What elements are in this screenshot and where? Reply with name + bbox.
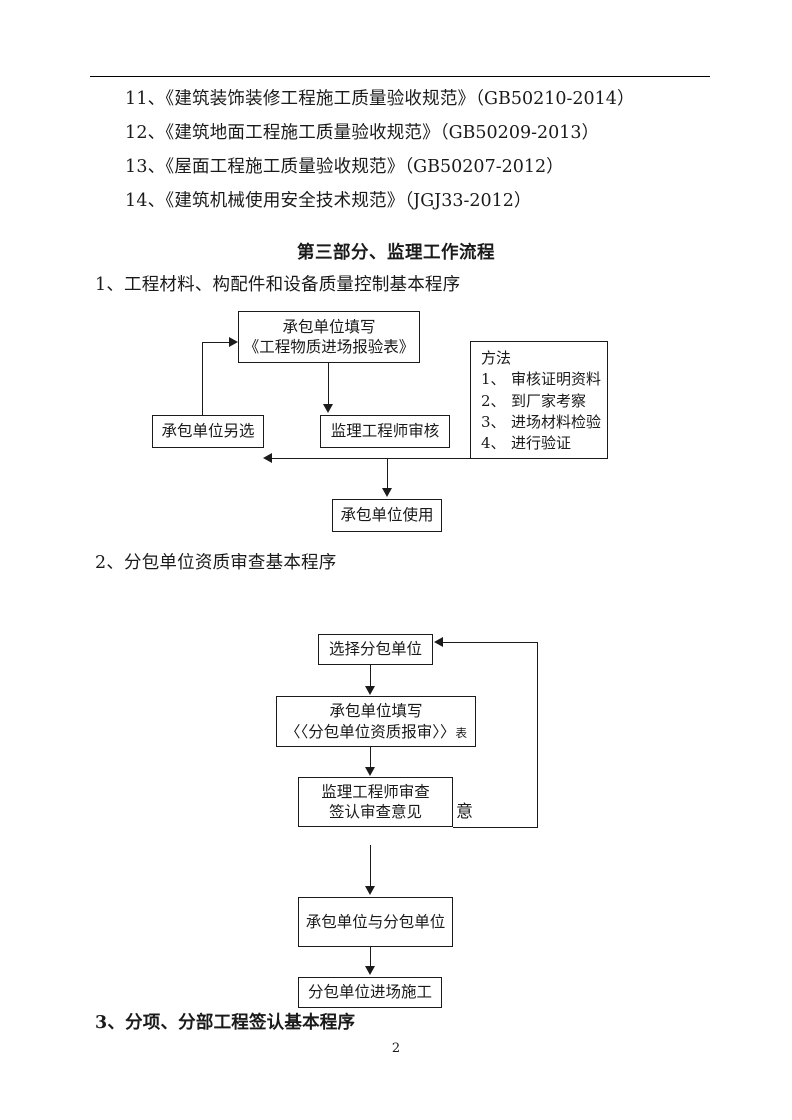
arrowhead-down-to-contract [364,886,375,895]
arrowhead-down-to-enter [364,966,375,975]
standard-title: 《建筑机械使用安全技术规范》 [165,191,405,211]
standard-code: （JGJ33-2012） [404,191,532,211]
method-item-index: 2、 [481,391,506,410]
node-line-1: 监理工程师审核 [330,422,440,441]
connector-reselect-loop-vertical [202,342,204,418]
method-title: 方法 [481,349,512,367]
standard-code: （GB50210-2014） [475,89,635,109]
arrowhead-down-to-review [322,404,333,413]
arrowhead-down-to-use [381,488,392,497]
method-item-text: 进场材料检验 [511,412,602,431]
section-title: 第三部分、监理工作流程 [297,243,495,263]
method-item-index: 1、 [481,370,506,389]
standard-item: 14、《建筑机械使用安全技术规范》（JGJ33-2012） [125,191,531,212]
connector-review-to-contract [370,845,372,889]
standard-item: 11、《建筑装饰装修工程施工质量验收规范》（GB50210-2014） [125,89,634,110]
standard-item: 12、《建筑地面工程施工质量验收规范》（GB50209-2013） [125,123,599,144]
method-item-index: 4、 [481,434,506,453]
procedure-heading-1: 1、工程材料、构配件和设备质量控制基本程序 [95,275,461,295]
connector-disagree-horizontal [453,827,538,829]
procedure-heading-3: 3、分项、分部工程签认基本程序 [95,1013,356,1033]
node-line-2-main: 〈〈分包单位资质报审〉〉 [284,722,456,741]
standard-index: 13、 [125,157,166,177]
node-contractor-use[interactable]: 承包单位使用 [332,499,442,532]
connector-reselect-loop-horizontal [202,342,230,344]
method-item: 1、审核证明资料 [481,369,601,390]
method-item-text: 审核证明资料 [511,370,602,389]
standard-code: （GB50209-2013） [439,123,600,143]
connector-review-to-reselect [272,458,608,460]
node-line-1: 承包单位填写 [329,702,423,721]
standard-title: 《建筑装饰装修工程施工质量验收规范》 [165,89,476,109]
standard-index: 12、 [125,123,166,143]
arrowhead-down-to-review-2 [364,767,375,776]
standard-title: 《屋面工程施工质量验收规范》 [165,157,405,177]
connector-select-to-fill [370,665,372,689]
method-item: 2、到厂家考察 [481,391,601,412]
node-line-2: 《工程物质进场报验表》 [243,338,415,356]
node-line-1: 承包单位使用 [340,506,434,525]
method-item-text: 到厂家考察 [511,391,587,410]
node-line-1: 选择分包单位 [328,640,422,659]
connector-contract-to-enter [370,947,372,969]
node-line-2: 签认审查意见 [328,803,422,821]
node-line-2-suffix: 表 [455,725,468,740]
node-line-1: 承包单位另选 [161,422,255,441]
connector-review-to-use [387,458,389,491]
arrowhead-left-to-select [434,636,443,647]
standard-index: 11、 [125,89,166,109]
header-rule [90,76,710,77]
standard-code: （GB50207-2012） [404,157,564,177]
node-select-subcontractor[interactable]: 选择分包单位 [318,634,433,665]
node-line-1: 承包单位填写 [282,317,376,336]
node-line-2: 〈〈分包单位资质报审〉〉表 [285,722,467,742]
standard-item: 13、《屋面工程施工质量验收规范》（GB50207-2012） [125,157,564,178]
node-line-1: 分包单位进场施工 [307,983,432,1002]
connector-disagree-vertical [536,642,538,828]
method-item: 4、进行验证 [481,433,601,454]
node-contractor-fill-form[interactable]: 承包单位填写 《工程物质进场报验表》 [238,311,420,363]
node-line-1: 承包单位与分包单位 [305,912,446,931]
arrowhead-down-to-fill [364,686,375,695]
method-item-text: 进行验证 [511,434,572,453]
connector-disagree-return [443,642,538,644]
arrowhead-left-to-reselect [263,452,272,463]
node-subcontractor-enter-site[interactable]: 分包单位进场施工 [298,977,442,1008]
standard-title: 《建筑地面工程施工质量验收规范》 [165,123,440,143]
method-item: 3、进场材料检验 [481,412,601,433]
node-contractor-fill-qualification-form[interactable]: 承包单位填写 〈〈分包单位资质报审〉〉表 [276,696,476,747]
node-supervisor-review[interactable]: 监理工程师审核 [320,415,450,448]
standard-index: 14、 [125,191,166,211]
page-number: 2 [391,1041,401,1056]
arrowhead-right-to-fill-form [229,336,238,347]
node-method-list[interactable]: 方法 1、审核证明资料 2、到厂家考察 3、进场材料检验 4、进行验证 [470,341,608,459]
node-line-1: 监理工程师审查 [321,782,430,801]
node-contractor-reselect[interactable]: 承包单位另选 [152,415,264,448]
node-supervisor-review-sign[interactable]: 监理工程师审查 签认审查意见 [298,777,453,827]
procedure-heading-2: 2、分包单位资质审查基本程序 [95,553,337,573]
method-item-index: 3、 [481,412,506,431]
label-disagree: 意 [456,802,473,822]
method-list: 方法 1、审核证明资料 2、到厂家考察 3、进场材料检验 4、进行验证 [481,348,601,454]
node-contractor-and-subcontractor[interactable]: 承包单位与分包单位 [298,897,453,947]
connector-fill-to-review-2 [370,747,372,770]
connector-fill-to-review [328,363,330,407]
